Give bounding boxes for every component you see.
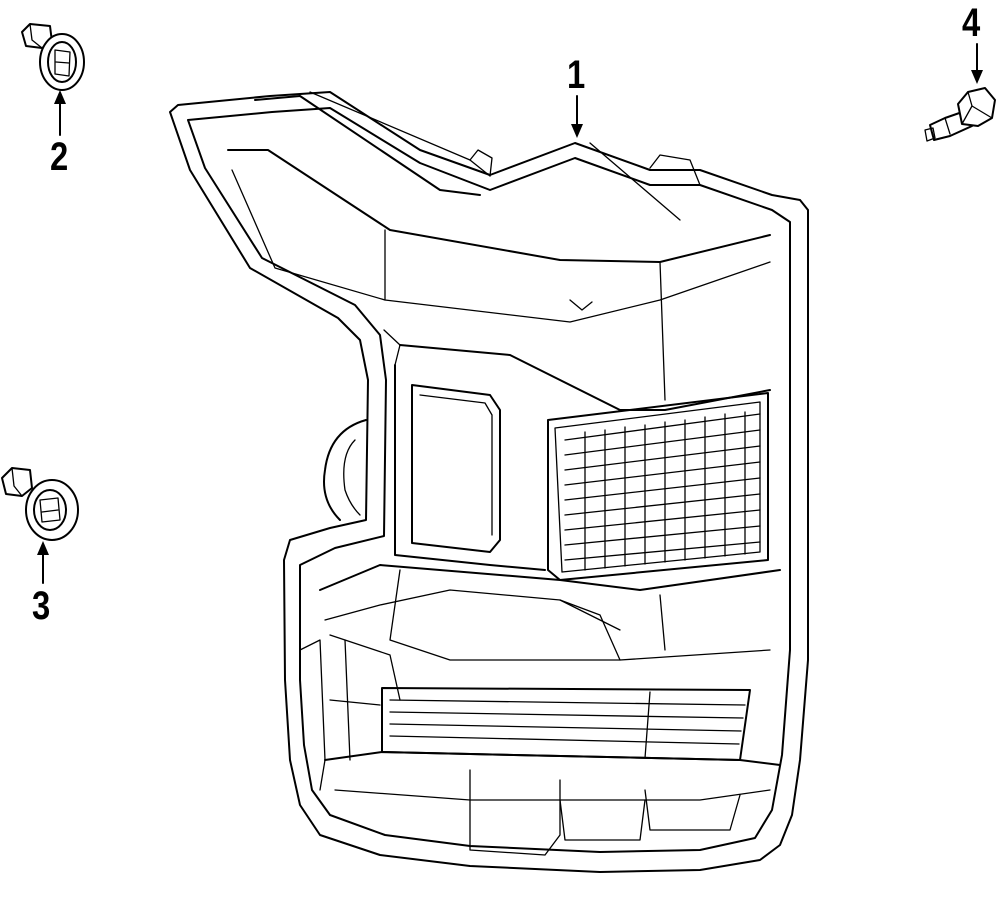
callout-arrow-4 <box>971 43 983 84</box>
callout-arrow-3 <box>37 541 49 584</box>
callout-label-1: 1 <box>567 53 586 97</box>
callout-arrow-1 <box>571 95 583 138</box>
callout-label-3: 3 <box>32 584 51 628</box>
callout-label-4: 4 <box>962 1 981 45</box>
push-clip-icon[interactable] <box>1 467 79 541</box>
callout-label-2: 2 <box>50 135 69 179</box>
bolt-icon[interactable] <box>924 87 996 142</box>
push-clip-icon[interactable] <box>21 23 85 91</box>
tail-lamp-icon[interactable] <box>169 91 809 873</box>
callout-arrow-2 <box>54 90 66 136</box>
